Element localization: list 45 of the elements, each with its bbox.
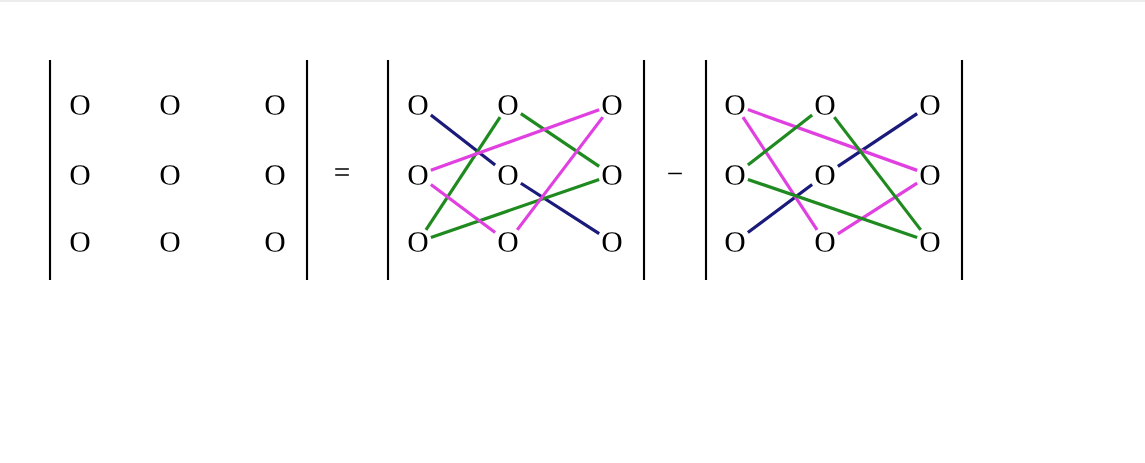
- connecting-line: [837, 181, 918, 236]
- connecting-line: [746, 183, 814, 234]
- matrix-entry: O: [602, 165, 622, 185]
- connecting-line: [741, 116, 819, 231]
- minus-sign: −: [668, 172, 682, 175]
- matrix-entry: O: [815, 232, 835, 252]
- equals-sign: =: [335, 168, 349, 176]
- matrix-entry: O: [920, 165, 940, 185]
- matrix-entry: O: [160, 232, 180, 252]
- matrix-entry: O: [602, 95, 622, 115]
- matrix-entry: O: [265, 232, 285, 252]
- connecting-line: [746, 113, 814, 167]
- matrix-entry: O: [725, 232, 745, 252]
- matrix-entry: O: [265, 95, 285, 115]
- matrix-entry: O: [920, 95, 940, 115]
- matrix-entry: O: [498, 95, 518, 115]
- connecting-line: [429, 183, 497, 234]
- matrix-entry: O: [408, 165, 428, 185]
- matrix-entry: O: [920, 232, 940, 252]
- connecting-line: [747, 108, 918, 172]
- matrix-entry: O: [70, 95, 90, 115]
- matrix-entry: O: [265, 165, 285, 185]
- connecting-line: [520, 181, 600, 236]
- matrix-entry: O: [815, 95, 835, 115]
- matrix-entry: O: [408, 95, 428, 115]
- matrix-entry: O: [408, 232, 428, 252]
- matrix-entry: O: [498, 165, 518, 185]
- matrix-entry: O: [160, 165, 180, 185]
- matrix-entry: O: [498, 232, 518, 252]
- connecting-line: [519, 112, 601, 168]
- matrix-entry: O: [725, 165, 745, 185]
- matrix-entry: O: [725, 95, 745, 115]
- connecting-line: [430, 177, 600, 240]
- connecting-line: [836, 112, 919, 168]
- matrix-entry: O: [70, 165, 90, 185]
- matrix-entry: O: [160, 95, 180, 115]
- connecting-line: [833, 116, 922, 231]
- matrix-entry: O: [815, 165, 835, 185]
- connecting-line: [424, 116, 502, 231]
- connecting-line: [430, 108, 600, 172]
- matrix-entry: O: [70, 232, 90, 252]
- matrix-entry: O: [602, 232, 622, 252]
- connecting-line: [429, 113, 497, 167]
- connecting-line: [515, 116, 605, 231]
- connecting-line: [747, 177, 918, 240]
